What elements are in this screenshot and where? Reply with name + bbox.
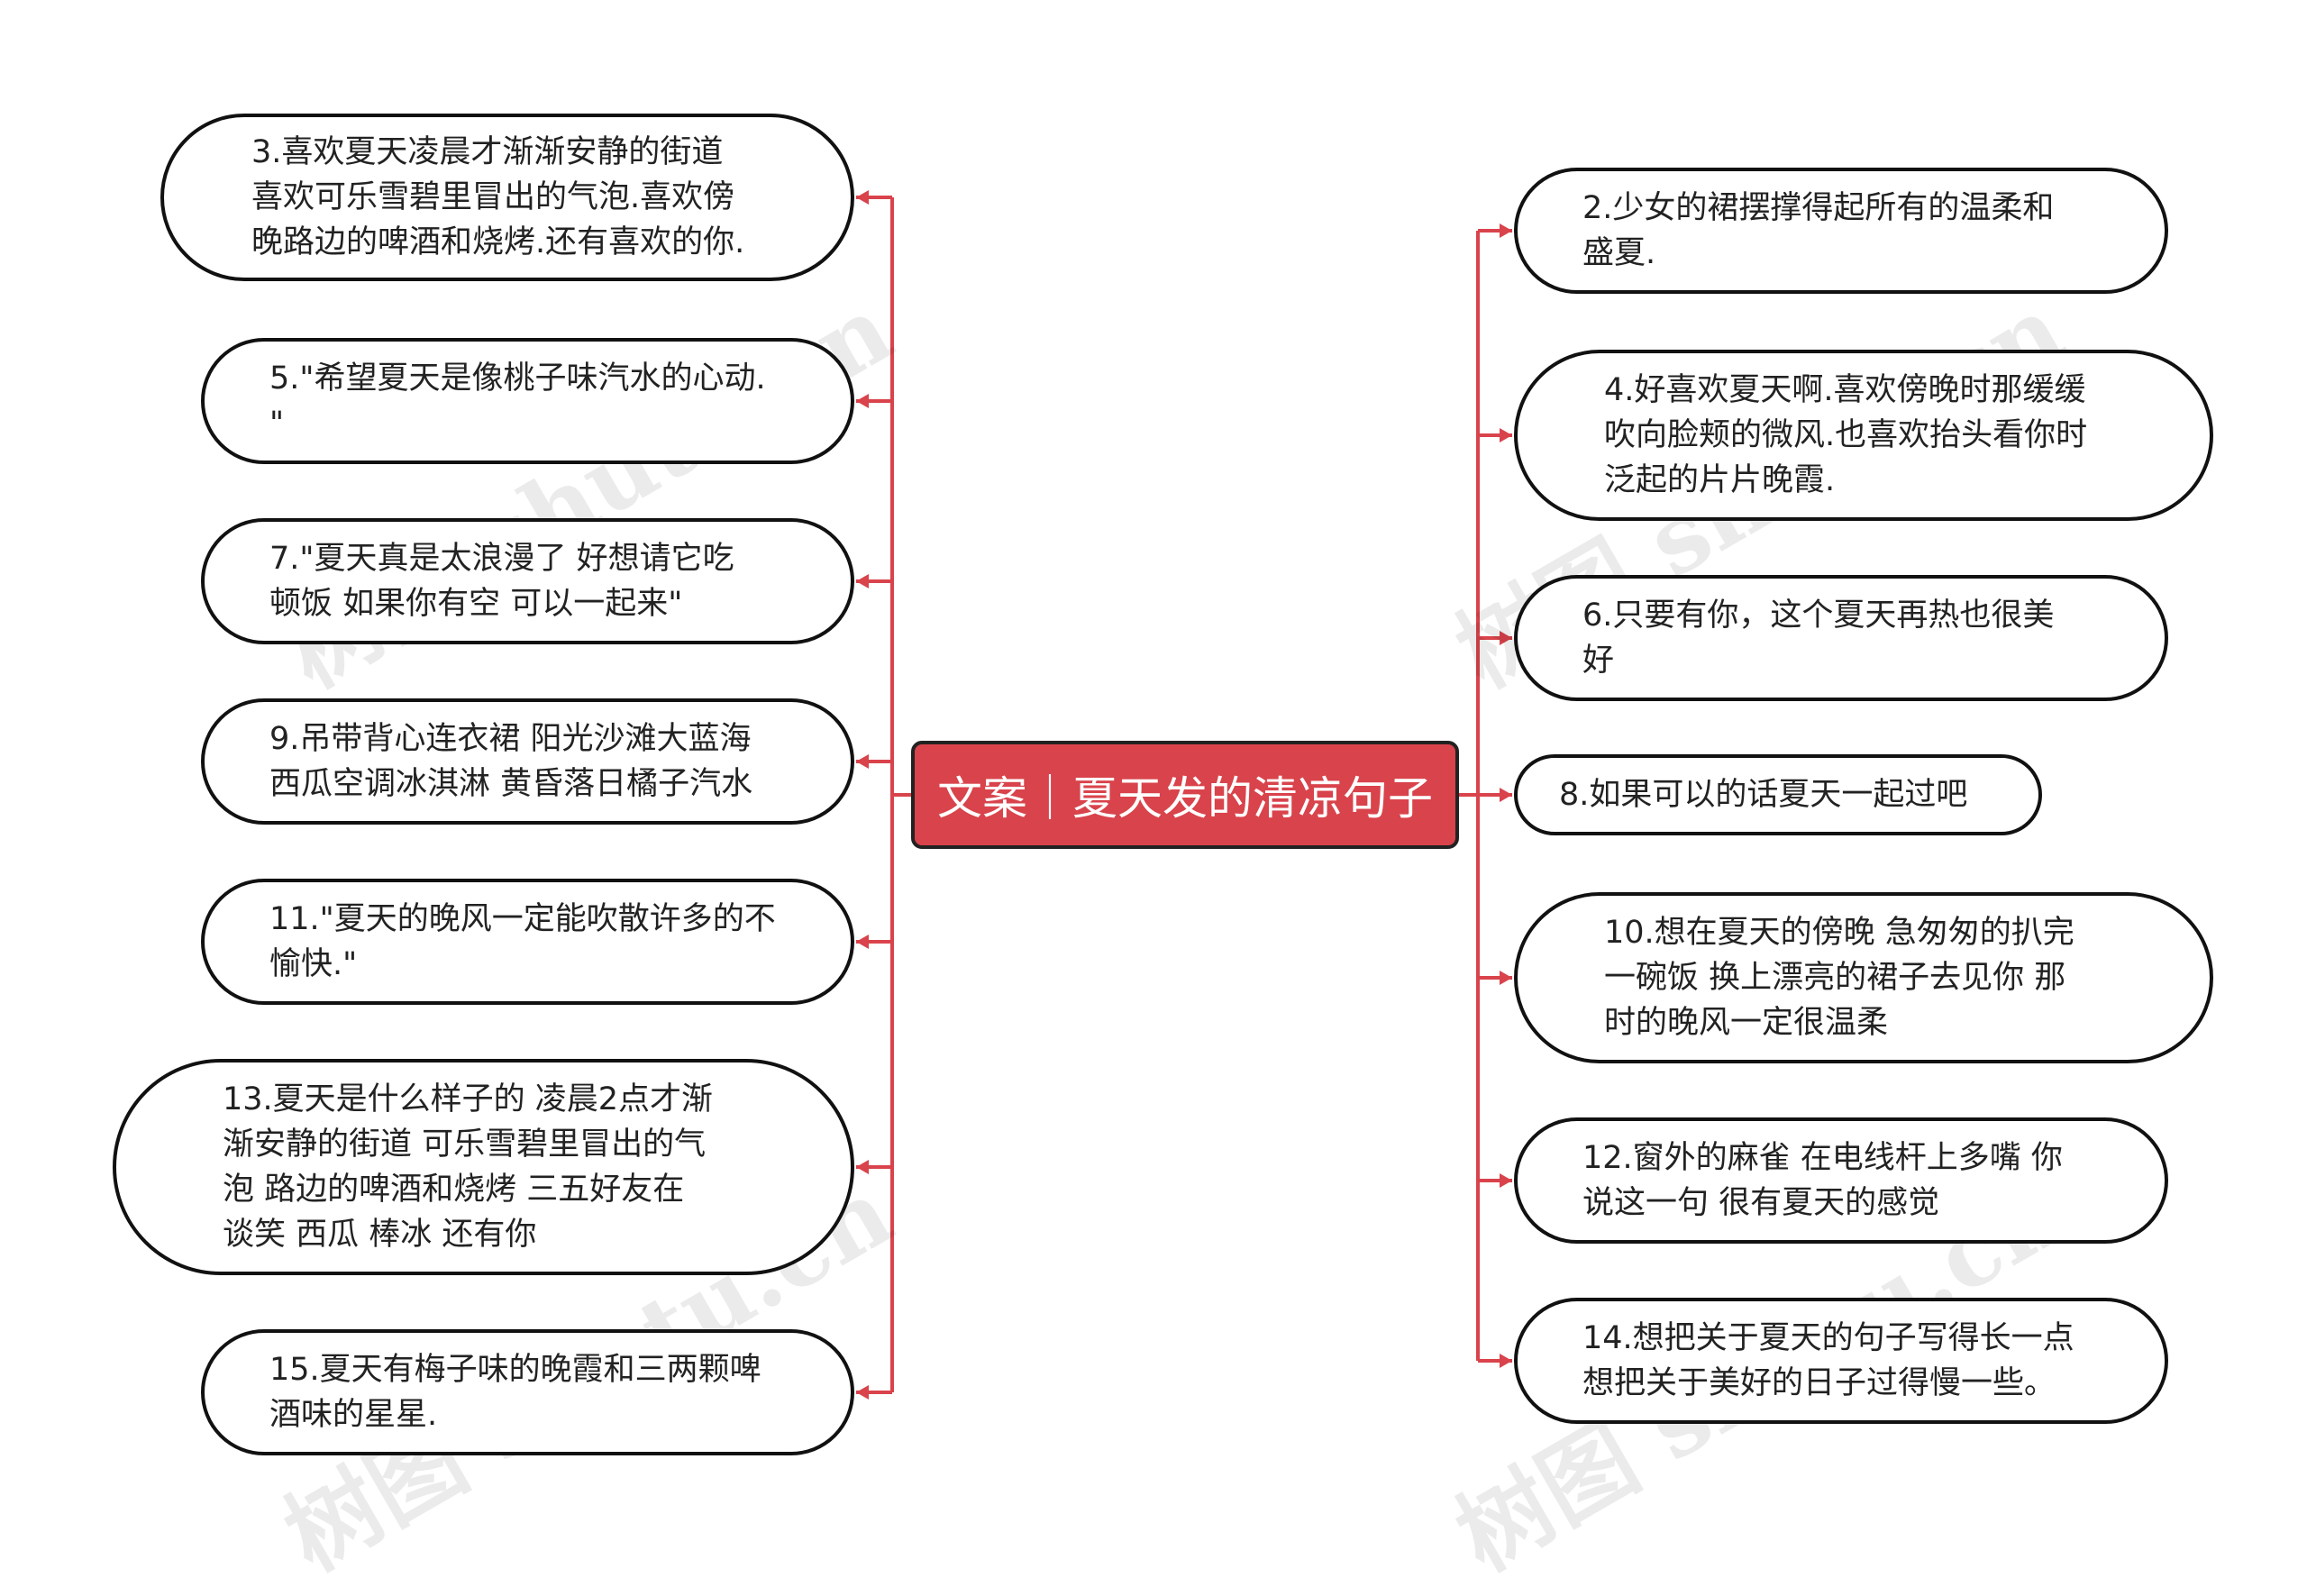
arrow-head [1500,1354,1512,1368]
arrow-head [1500,971,1512,985]
topic-text: 15.夏天有梅子味的晚霞和三两颗啤 酒味的星星. [269,1352,761,1433]
right-topic-node-6[interactable]: 6.只要有你，这个夏天再热也很美 好 [1514,575,2168,701]
left-topic-node-5[interactable]: 5."希望夏天是像桃子味汽水的心动. " [201,338,854,464]
central-topic-label: 文案｜夏天发的清凉句子 [937,772,1433,825]
topic-text: 11."夏天的晚风一定能吹散许多的不 愉快." [269,901,776,982]
topic-text: 3.喜欢夏天凌晨才渐渐安静的街道 喜欢可乐雪碧里冒出的气泡.喜欢傍 晚路边的啤酒… [251,134,745,260]
right-topic-node-12[interactable]: 12.窗外的麻雀 在电线杆上多嘴 你 说这一句 很有夏天的感觉 [1514,1117,2168,1244]
topic-text: 7."夏天真是太浪漫了 好想请它吃 顿饭 如果你有空 可以一起来" [269,541,734,622]
topic-text: 9.吊带背心连衣裙 阳光沙滩大蓝海 西瓜空调冰淇淋 黄昏落日橘子汽水 [269,721,753,802]
right-topic-node-8[interactable]: 8.如果可以的话夏天一起过吧 [1514,754,2042,835]
topic-text: 4.好喜欢夏天啊.喜欢傍晚时那缓缓 吹向脸颊的微风.也喜欢抬头看你时 泛起的片片… [1604,372,2088,498]
left-topic-node-3[interactable]: 3.喜欢夏天凌晨才渐渐安静的街道 喜欢可乐雪碧里冒出的气泡.喜欢傍 晚路边的啤酒… [160,114,854,281]
topic-text: 14.想把关于夏天的句子写得长一点 想把关于美好的日子过得慢一些。 [1582,1320,2074,1401]
arrow-head [1500,788,1512,802]
topic-text: 13.夏天是什么样子的 凌晨2点才渐 渐安静的街道 可乐雪碧里冒出的气 泡 路边… [223,1081,714,1253]
arrow-head [1500,1173,1512,1188]
arrow-head [856,754,869,769]
left-topic-node-7[interactable]: 7."夏天真是太浪漫了 好想请它吃 顿饭 如果你有空 可以一起来" [201,518,854,644]
arrow-head [856,574,869,588]
right-topic-node-10[interactable]: 10.想在夏天的傍晚 急匆匆的扒完 一碗饭 换上漂亮的裙子去见你 那 时的晚风一… [1514,892,2213,1063]
arrow-head [856,394,869,408]
left-topic-node-11[interactable]: 11."夏天的晚风一定能吹散许多的不 愉快." [201,879,854,1005]
mind-map: 文案｜夏天发的清凉句子 3.喜欢夏天凌晨才渐渐安静的街道 喜欢可乐雪碧里冒出的气… [113,114,2213,1592]
right-topic-node-4[interactable]: 4.好喜欢夏天啊.喜欢傍晚时那缓缓 吹向脸颊的微风.也喜欢抬头看你时 泛起的片片… [1514,350,2213,521]
topic-text: 10.想在夏天的傍晚 急匆匆的扒完 一碗饭 换上漂亮的裙子去见你 那 时的晚风一… [1604,915,2074,1041]
arrow-head [1500,631,1512,645]
right-topic-node-14[interactable]: 14.想把关于夏天的句子写得长一点 想把关于美好的日子过得慢一些。 [1514,1298,2168,1424]
left-topic-node-15[interactable]: 15.夏天有梅子味的晚霞和三两颗啤 酒味的星星. [201,1329,854,1455]
topic-text: 2.少女的裙摆撑得起所有的温柔和 盛夏. [1582,190,2055,271]
topic-text: 12.窗外的麻雀 在电线杆上多嘴 你 说这一句 很有夏天的感觉 [1582,1140,2063,1221]
left-topic-node-9[interactable]: 9.吊带背心连衣裙 阳光沙滩大蓝海 西瓜空调冰淇淋 黄昏落日橘子汽水 [201,698,854,825]
topic-text: 6.只要有你，这个夏天再热也很美 好 [1582,597,2055,679]
arrow-head [1500,428,1512,442]
arrow-head [856,935,869,949]
central-topic-node[interactable]: 文案｜夏天发的清凉句子 [911,741,1459,849]
arrow-head [856,1160,869,1174]
topic-text: 5."希望夏天是像桃子味汽水的心动. " [269,360,766,442]
arrow-head [1500,223,1512,238]
topic-text: 8.如果可以的话夏天一起过吧 [1559,777,1968,813]
arrow-head [856,1385,869,1400]
arrow-head [856,190,869,205]
connector-lines [856,190,1512,1400]
left-topic-node-13[interactable]: 13.夏天是什么样子的 凌晨2点才渐 渐安静的街道 可乐雪碧里冒出的气 泡 路边… [113,1059,854,1275]
right-topic-node-2[interactable]: 2.少女的裙摆撑得起所有的温柔和 盛夏. [1514,168,2168,294]
